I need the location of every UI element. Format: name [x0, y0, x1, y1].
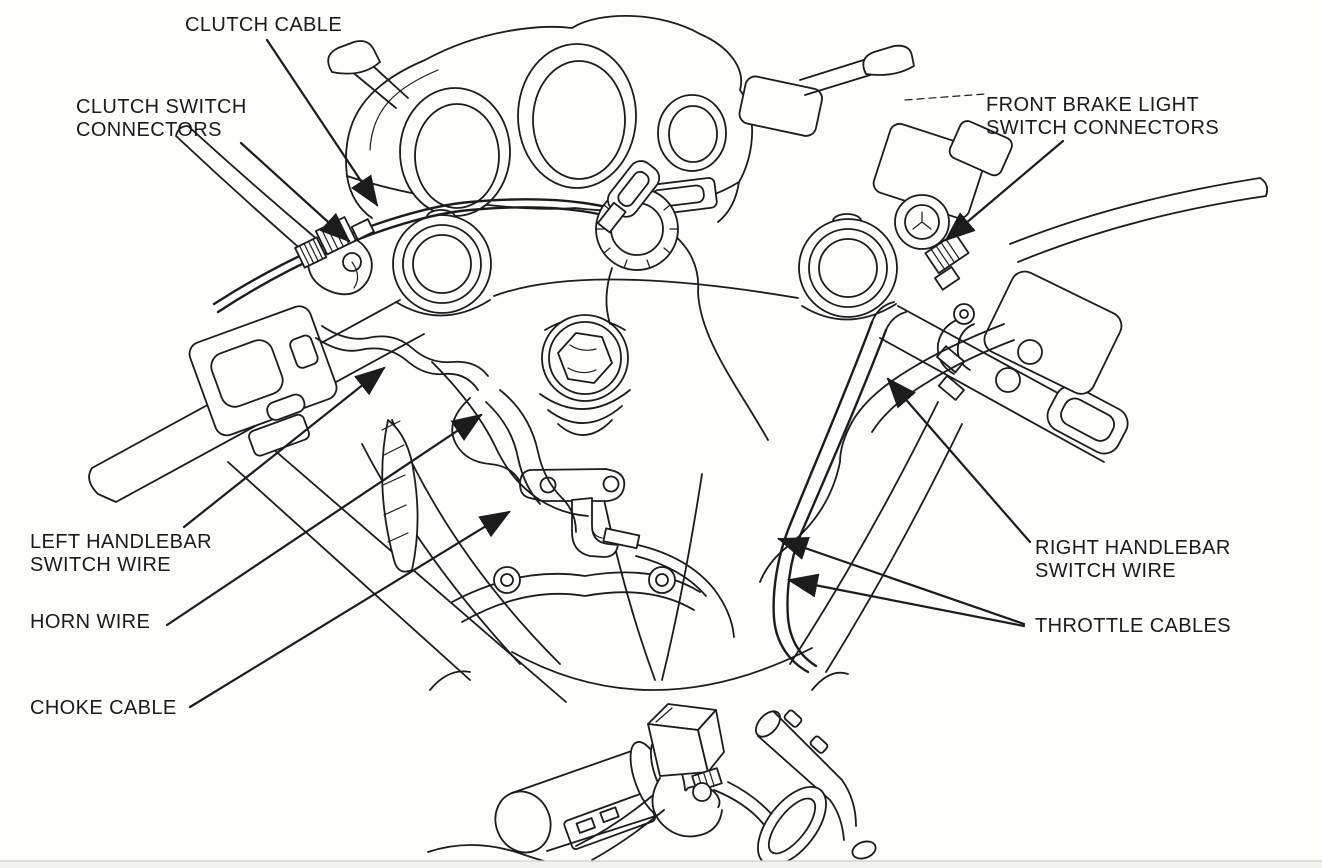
choke-cable-line	[431, 361, 589, 517]
right-handlebar-controls	[872, 93, 1269, 463]
label-clutch-switch-connectors-line2: CONNECTORS	[76, 119, 222, 141]
label-throttle-cables-text: THROTTLE CABLES	[1035, 615, 1232, 637]
ignition-key	[596, 160, 661, 234]
label-front-brake-line1: FRONT BRAKE LIGHT	[986, 94, 1200, 116]
leader-horn-wire	[165, 413, 483, 627]
leader-choke-cable	[188, 510, 511, 709]
left-switch-wire-line	[321, 325, 489, 377]
clutch-lever	[175, 125, 319, 253]
center-gauge	[517, 43, 637, 189]
fork-cap-right	[798, 213, 898, 321]
throttle-grip-end	[494, 790, 552, 854]
label-choke-cable-text: CHOKE CABLE	[30, 697, 177, 719]
horn-wire-line	[451, 397, 521, 483]
label-clutch-switch-connectors: CLUTCH SWITCH CONNECTORS	[76, 96, 247, 142]
fork-cap-left	[392, 209, 492, 317]
label-clutch-switch-connectors-line1: CLUTCH SWITCH	[76, 96, 247, 118]
label-left-handlebar-switch-wire: LEFT HANDLEBAR SWITCH WIRE	[30, 531, 212, 577]
label-right-handlebar-switch-wire: RIGHT HANDLEBAR SWITCH WIRE	[1035, 537, 1231, 583]
leader-clutch-cable	[265, 38, 379, 207]
instrument-panel	[327, 15, 915, 223]
left-handlebar-controls	[88, 125, 425, 503]
label-horn-wire-text: HORN WIRE	[30, 611, 151, 633]
label-front-brake-line2: SWITCH CONNECTORS	[986, 117, 1220, 139]
leader-throttle-cable-upper	[776, 536, 1026, 626]
brake-lever	[1009, 177, 1269, 263]
throttle-grip	[511, 747, 669, 852]
label-front-brake-light-switch-connectors: FRONT BRAKE LIGHT SWITCH CONNECTORS	[986, 94, 1219, 140]
lower-illustration	[427, 670, 877, 868]
ignition-switch	[595, 160, 679, 271]
label-left-handlebar-line1: LEFT HANDLEBAR	[30, 531, 212, 553]
steering-stem	[451, 314, 701, 623]
label-clutch-cable: CLUTCH CABLE	[185, 14, 342, 37]
triple-clamp-edge	[493, 278, 799, 299]
right-switch-housing	[983, 270, 1123, 395]
leader-lines	[165, 38, 1065, 709]
label-throttle-cables: THROTTLE CABLES	[1035, 615, 1231, 638]
label-right-handlebar-line1: RIGHT HANDLEBAR	[1035, 537, 1231, 559]
page-edge	[0, 860, 1322, 868]
leader-front-brake-light-switch-connectors	[944, 139, 1065, 242]
label-clutch-cable-text: CLUTCH CABLE	[185, 14, 343, 36]
leader-throttle-cable-lower	[786, 573, 1026, 628]
gauge-cluster	[399, 43, 727, 219]
left-gauge	[399, 87, 511, 217]
label-right-handlebar-line2: SWITCH WIRE	[1035, 560, 1177, 582]
right-switch-wire-line	[839, 323, 1005, 463]
leader-left-handlebar-switch-wire	[182, 366, 386, 529]
label-horn-wire: HORN WIRE	[30, 611, 150, 634]
leader-right-handlebar-switch-wire	[886, 377, 1032, 544]
brake-hose	[936, 317, 975, 375]
left-switch-housing	[188, 305, 338, 457]
label-left-handlebar-line2: SWITCH WIRE	[30, 554, 172, 576]
label-choke-cable: CHOKE CABLE	[30, 697, 177, 720]
front-brake-switch-connectors-part	[924, 232, 970, 291]
leader-clutch-switch-connectors	[239, 141, 351, 243]
